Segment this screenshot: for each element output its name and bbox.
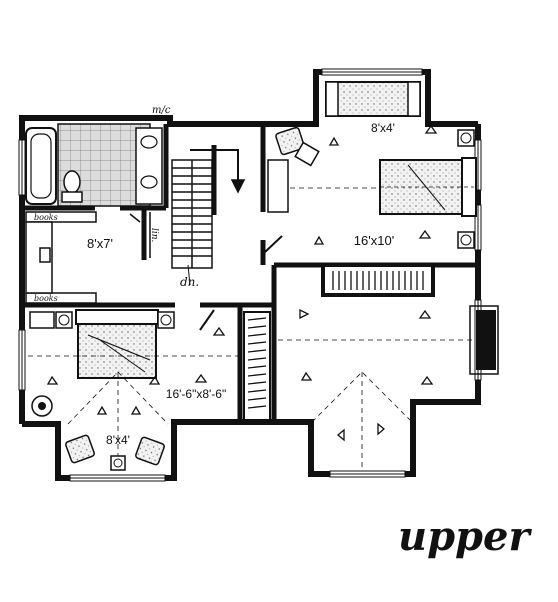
sink-top: [140, 135, 158, 149]
room-label-bay-top: 8'x4': [371, 121, 395, 135]
closet-left: [243, 311, 271, 421]
plan-title: upper: [398, 513, 532, 560]
armchair-a: [275, 126, 305, 156]
bedroom-right-furniture: [264, 81, 477, 253]
bay-chair-right: [135, 436, 165, 466]
annotation-books-top: books: [34, 213, 58, 222]
annotation-books-bottom: books: [34, 294, 58, 303]
nightstand-top: [457, 129, 475, 147]
bay-chair-left: [65, 434, 95, 464]
nightstand-left-b: [157, 311, 175, 329]
dresser-left: [29, 311, 55, 329]
desk-chair: [39, 247, 51, 263]
armchair-b: [294, 141, 320, 167]
room-label-bath-hall: 8'x7': [87, 236, 113, 251]
linen-closet: [129, 212, 151, 258]
bathroom: [25, 123, 163, 207]
dresser-right: [267, 159, 289, 213]
sink-bottom: [140, 175, 158, 189]
room-label-bay-bottom: 8'x4': [106, 433, 130, 447]
toilet: [63, 170, 81, 194]
annotation-dn: dn.: [180, 275, 199, 289]
bookshelves: [25, 211, 97, 304]
bedroom-left-furniture: [28, 309, 238, 471]
interior-walls: [22, 124, 478, 422]
vaulted-area: [278, 305, 499, 470]
closet-right: [321, 263, 435, 297]
ceiling-markers: [46, 124, 438, 442]
window-seat-top: [325, 81, 421, 117]
room-label-bedroom-right: 16'x10': [354, 233, 394, 248]
bay-side-table: [110, 455, 126, 471]
staircase: [171, 149, 246, 286]
annotation-mc: m/c: [152, 105, 171, 116]
room-label-bedroom-left: 16'-6"x8'-6": [166, 387, 226, 401]
nightstand-left-a: [55, 311, 73, 329]
nightstand-bottom: [457, 231, 475, 249]
annotation-lin: lin.: [149, 228, 159, 243]
fireplace: [476, 310, 496, 370]
